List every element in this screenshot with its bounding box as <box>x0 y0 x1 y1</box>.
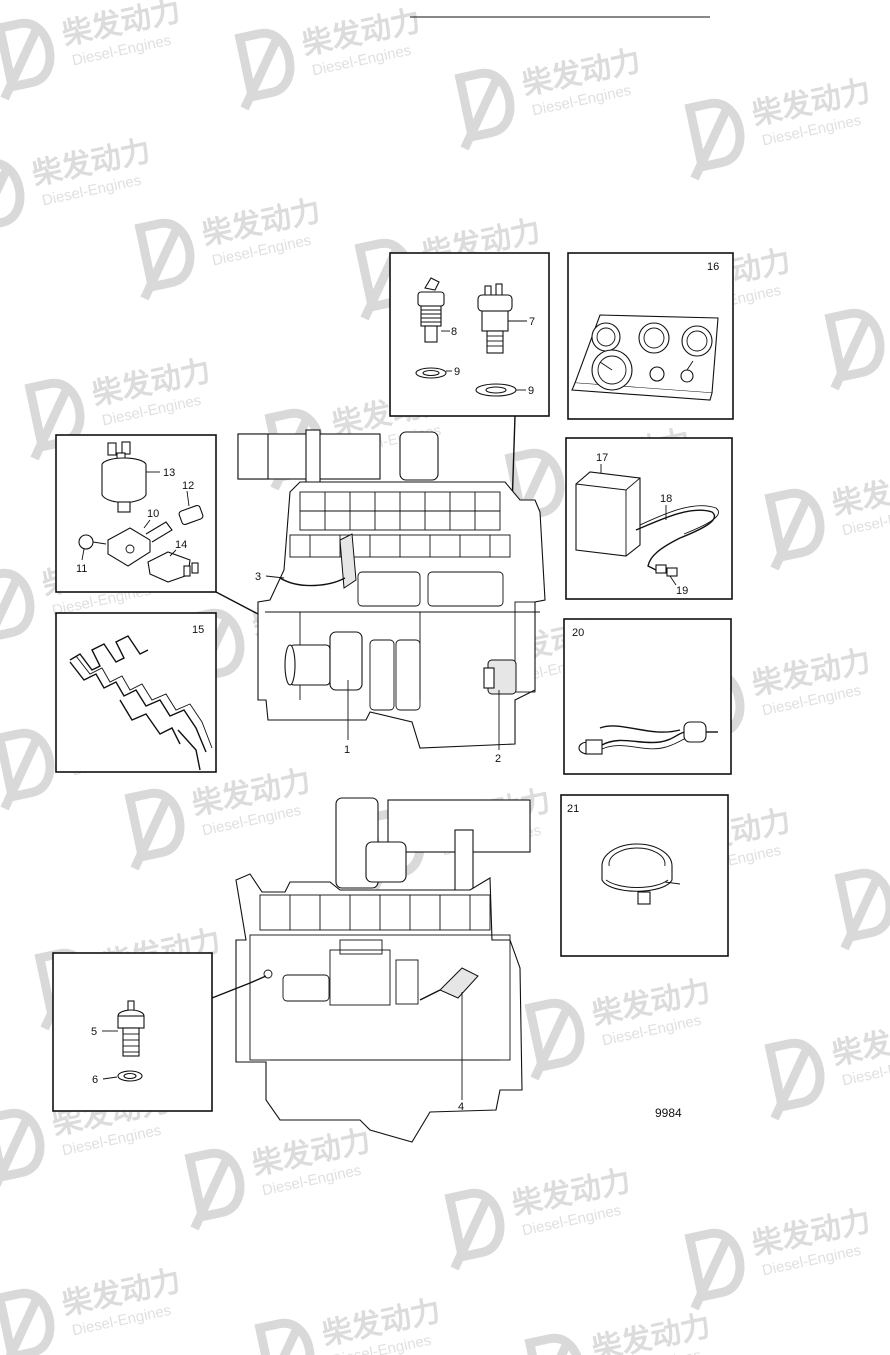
callout-4: 4 <box>458 1101 464 1113</box>
watermark-logo-icon <box>0 728 55 811</box>
upper-engine-illustration: 3 1 2 <box>237 429 546 765</box>
watermark-logo-icon <box>0 158 25 241</box>
inset-box-sensors-7-8-9: 8 7 9 9 <box>389 252 550 417</box>
watermark-logo-icon <box>524 1333 585 1355</box>
callout-1: 1 <box>344 744 350 756</box>
callout-11: 11 <box>76 563 87 575</box>
watermark-logo-icon <box>764 488 825 571</box>
temperature-sensor-7 <box>475 283 517 397</box>
watermark-logo-icon <box>134 218 195 301</box>
callout-13: 13 <box>163 467 175 479</box>
callout-18: 18 <box>660 493 672 505</box>
watermark-logo-icon <box>184 1148 245 1231</box>
callout-2: 2 <box>495 753 501 765</box>
watermark-logo-icon <box>834 868 890 951</box>
callout-12: 12 <box>182 480 194 492</box>
leader-switch-box <box>211 975 267 999</box>
drawing-number: 9984 <box>655 1106 682 1120</box>
watermark-logo-icon <box>444 1188 505 1271</box>
callout-14: 14 <box>175 539 187 551</box>
temperature-sensor-8 <box>415 277 447 379</box>
watermark-logo-icon <box>234 28 295 111</box>
inset-box-gauge-21: 21 <box>560 794 729 957</box>
callout-6: 6 <box>92 1074 98 1086</box>
callout-9-left: 9 <box>454 366 460 378</box>
watermark-logo-icon <box>524 998 585 1081</box>
callout-9-right: 9 <box>528 385 534 397</box>
watermark-logo-icon <box>0 1288 55 1355</box>
inset-box-relay-17-18-19: 17 18 19 <box>565 437 733 600</box>
watermark-logo-icon <box>824 308 885 391</box>
watermark-logo-icon <box>764 1038 825 1121</box>
inset-box-switch-5-6: 5 6 <box>52 952 213 1112</box>
lower-engine-illustration: 4 <box>235 797 531 1143</box>
watermark-logo-icon <box>254 1318 315 1355</box>
callout-5: 5 <box>91 1026 97 1038</box>
callout-20: 20 <box>572 627 584 639</box>
watermark-logo-icon <box>684 98 745 181</box>
callout-7: 7 <box>529 316 535 328</box>
inset-box-cable-20: 20 <box>563 618 732 775</box>
callout-3: 3 <box>255 571 261 583</box>
inset-box-instrument-panel-16: 16 <box>567 252 734 420</box>
callout-17: 17 <box>596 452 608 464</box>
callout-10: 10 <box>147 508 159 520</box>
watermark-logo-icon <box>124 788 185 871</box>
watermark-logo-icon <box>0 568 35 651</box>
callout-16: 16 <box>707 261 719 273</box>
watermark-logo-icon <box>684 1228 745 1311</box>
callout-8: 8 <box>451 326 457 338</box>
watermark-logo-icon <box>454 68 515 151</box>
callout-15: 15 <box>192 624 204 636</box>
watermark-logo-icon <box>0 18 55 101</box>
callout-19: 19 <box>676 585 688 597</box>
callout-21: 21 <box>567 803 579 815</box>
watermark-logo-icon <box>0 1108 45 1191</box>
inset-box-pressure-sensor-10-14: 13 12 10 11 14 <box>55 434 217 593</box>
inset-box-heater-15: 15 <box>55 612 217 773</box>
